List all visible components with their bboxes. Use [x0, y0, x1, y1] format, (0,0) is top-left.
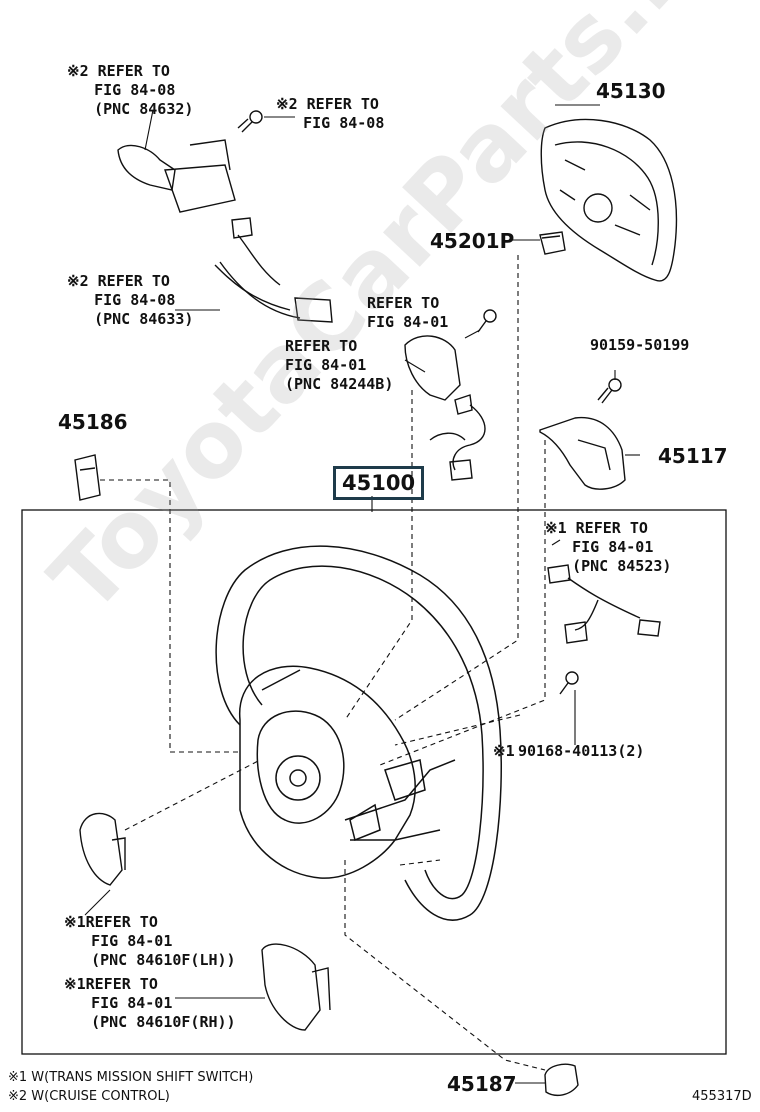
steering-wheel	[215, 545, 502, 921]
assembly-frame	[21, 509, 727, 1055]
footnote-2: ※2 W(CRUISE CONTROL)	[8, 1089, 170, 1104]
reference-fig-84-08: ※2 REFER TO FIG 84-08	[276, 95, 385, 132]
screw-90168	[559, 671, 579, 695]
cruise-switch	[117, 139, 333, 323]
part-45186	[74, 454, 101, 501]
reference-fig-84-01: REFER TO FIG 84-01	[367, 294, 449, 331]
footnote-1: ※1 W(TRANS MISSION SHIFT SWITCH)	[8, 1070, 254, 1085]
screw-90159	[597, 378, 622, 404]
part-number-45100-boxed: 45100	[333, 466, 425, 500]
part-number-45130: 45130	[596, 79, 666, 103]
part-number-45187: 45187	[447, 1072, 517, 1096]
reference-fig-84-01-pnc-84523: ※1 REFER TO FIG 84-01 (PNC 84523)	[545, 519, 672, 575]
reference-fig-84-08-pnc-84632: ※2 REFER TO FIG 84-08 (PNC 84632)	[67, 62, 194, 118]
grommet-45201p	[539, 231, 566, 255]
reference-fig-84-08-pnc-84633: ※2 REFER TO FIG 84-08 (PNC 84633)	[67, 272, 194, 328]
part-45187	[544, 1063, 579, 1097]
leader-lines	[84, 104, 640, 1084]
figure-code: 455317D	[692, 1089, 752, 1104]
paddle-rh	[261, 943, 331, 1031]
airbag-pad	[540, 118, 678, 282]
reference-fig-84-01-pnc-84610f-rh: ※1REFER TO FIG 84-01 (PNC 84610F(RH))	[64, 975, 236, 1031]
reference-fig-84-01-pnc-84610f-lh: ※1REFER TO FIG 84-01 (PNC 84610F(LH))	[64, 913, 236, 969]
switch-84244b	[404, 309, 497, 481]
screw-top	[237, 110, 295, 133]
paddle-lh	[79, 812, 126, 886]
part-number-45201p: 45201P	[430, 229, 515, 253]
part-number-45117: 45117	[658, 444, 728, 468]
part-number-90168-40113: 90168-40113(2)	[518, 742, 645, 760]
reference-fig-84-01-pnc-84244b: REFER TO FIG 84-01 (PNC 84244B)	[285, 337, 394, 393]
part-number-90159-50199: 90159-50199	[590, 336, 690, 354]
harness-84523	[547, 564, 661, 644]
marker-90168: ※1	[493, 742, 515, 760]
part-number-45186: 45186	[58, 410, 128, 434]
cover-45117	[539, 416, 626, 490]
